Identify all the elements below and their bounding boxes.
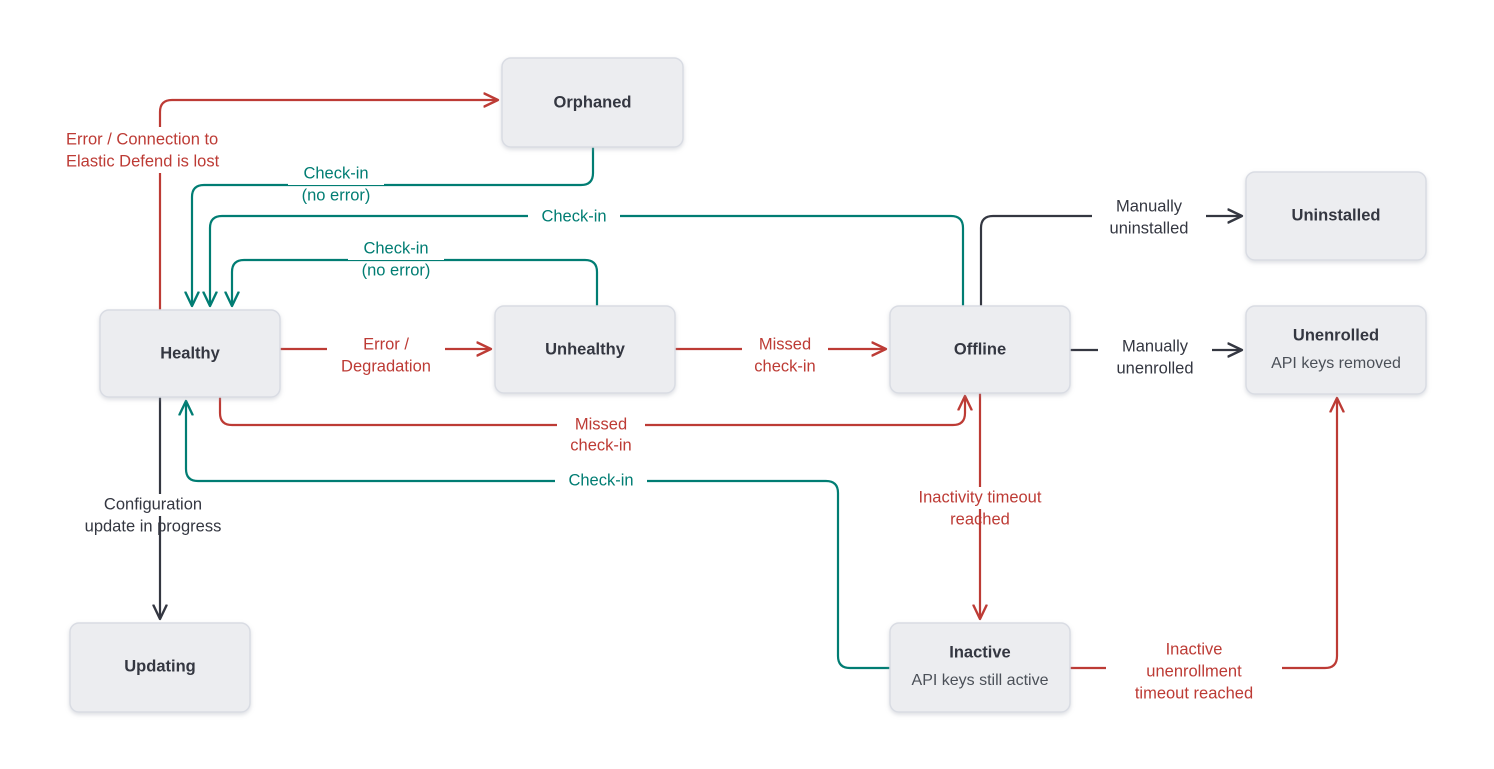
node-orphaned-label: Orphaned <box>554 93 632 111</box>
edge-label-line: Error / <box>363 335 409 353</box>
edge-label-offline-to-healthy: Check-in <box>528 206 620 228</box>
node-unhealthy-label: Unhealthy <box>545 340 626 358</box>
edge-label-healthy-to-unhealthy: Error / Degradation <box>327 334 445 375</box>
node-updating-label: Updating <box>124 657 196 675</box>
edge-label-healthy-to-orphaned: Error / Connection to Elastic Defend is … <box>62 127 248 173</box>
edge-label-healthy-to-updating: Configuration update in progress <box>74 494 236 535</box>
edge-inactive-to-healthy <box>186 402 890 670</box>
edge-label-line: (no error) <box>302 186 371 204</box>
node-updating-box[interactable] <box>69 622 251 713</box>
edge-label-line: check-in <box>754 357 815 375</box>
node-uninstalled-box[interactable] <box>1245 171 1427 261</box>
node-offline-label: Offline <box>954 340 1006 358</box>
edge-orphaned-to-healthy <box>192 147 595 305</box>
node-healthy[interactable]: Healthy <box>99 309 281 398</box>
edge-label-line: Manually <box>1122 337 1189 355</box>
edge-label-line: Check-in <box>541 207 606 225</box>
edge-label-unhealthy-to-healthy: Check-in (no error) <box>348 238 444 279</box>
node-orphaned[interactable]: Orphaned <box>501 57 684 148</box>
edge-label-line: Error / Connection to <box>66 130 218 148</box>
edge-healthy-to-orphaned <box>158 100 497 310</box>
edge-label-line: unenrolled <box>1116 359 1193 377</box>
node-unhealthy[interactable]: Unhealthy <box>494 305 676 394</box>
edge-label-line: Inactivity timeout <box>919 488 1042 506</box>
edge-label-line: reached <box>950 510 1010 528</box>
edge-label-unhealthy-to-offline: Missed check-in <box>742 334 828 375</box>
edge-label-offline-to-uninstalled: Manually uninstalled <box>1092 196 1206 237</box>
edge-label-line: Configuration <box>104 495 202 513</box>
node-unhealthy-box[interactable] <box>494 305 676 394</box>
edge-offline-to-uninstalled <box>979 216 1241 306</box>
node-inactive-sublabel: API keys still active <box>912 672 1049 689</box>
edge-label-line: Inactive <box>1166 640 1223 658</box>
edge-label-offline-to-unenrolled: Manually unenrolled <box>1098 336 1212 377</box>
node-uninstalled-label: Uninstalled <box>1292 206 1381 224</box>
edge-label-inactive-to-healthy: Check-in <box>555 470 647 492</box>
edge-label-healthy-to-offline: Missed check-in <box>557 414 645 454</box>
node-orphaned-box[interactable] <box>501 57 684 148</box>
node-updating[interactable]: Updating <box>69 622 251 713</box>
node-unenrolled-box[interactable] <box>1245 305 1427 395</box>
edge-label-line: Missed <box>759 335 811 353</box>
edge-label-line: timeout reached <box>1135 684 1253 702</box>
edge-label-line: unenrollment <box>1146 662 1242 680</box>
node-healthy-box[interactable] <box>99 309 281 398</box>
edge-label-line: Check-in <box>568 471 633 489</box>
edge-label-line: Degradation <box>341 357 431 375</box>
edge-label-line: check-in <box>570 436 631 454</box>
node-healthy-label: Healthy <box>160 344 220 362</box>
edge-label-line: update in progress <box>85 517 222 535</box>
edge-label-line: Check-in <box>363 239 428 257</box>
node-unenrolled-sublabel: API keys removed <box>1271 355 1401 372</box>
edge-label-orphaned-to-healthy: Check-in (no error) <box>288 163 384 204</box>
node-unenrolled[interactable]: Unenrolled API keys removed <box>1245 305 1427 395</box>
node-uninstalled[interactable]: Uninstalled <box>1245 171 1427 261</box>
node-inactive[interactable]: Inactive API keys still active <box>889 622 1071 713</box>
node-inactive-box[interactable] <box>889 622 1071 713</box>
edge-label-line: (no error) <box>362 261 431 279</box>
node-inactive-label: Inactive <box>949 643 1010 661</box>
edge-label-line: uninstalled <box>1110 219 1189 237</box>
edge-inactive-to-unenrolled <box>1070 399 1337 670</box>
edge-label-offline-to-inactive: Inactivity timeout reached <box>898 487 1062 528</box>
edge-label-line: Manually <box>1116 197 1183 215</box>
node-unenrolled-label: Unenrolled <box>1293 326 1379 344</box>
edge-label-line: Elastic Defend is lost <box>66 152 220 170</box>
edge-label-inactive-to-unenrolled: Inactive unenrollment timeout reached <box>1106 640 1282 702</box>
node-offline-box[interactable] <box>889 305 1071 394</box>
edge-label-line: Missed <box>575 415 627 433</box>
edge-label-line: Check-in <box>303 164 368 182</box>
node-offline[interactable]: Offline <box>889 305 1071 394</box>
